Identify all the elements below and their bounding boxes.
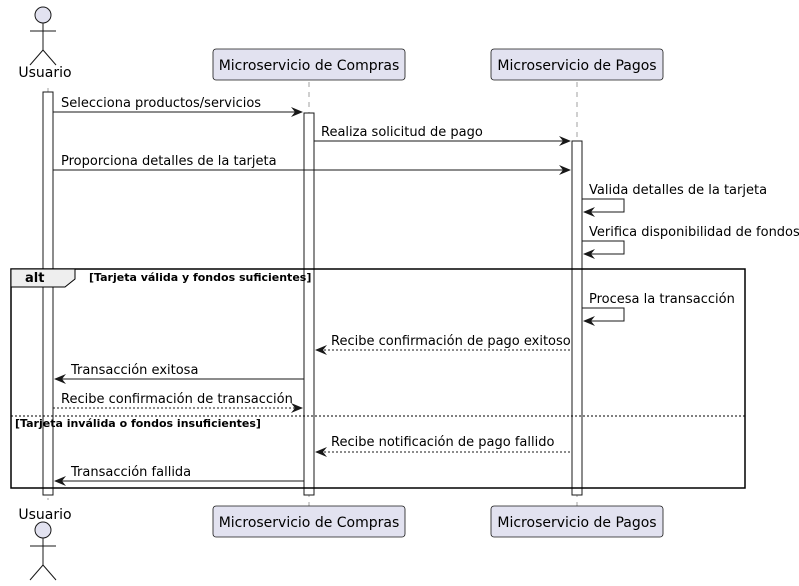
participant-compras-label-bottom: Microservicio de Compras xyxy=(219,515,400,531)
alt-fragment: alt [Tarjeta válida y fondos suficientes… xyxy=(10,268,746,489)
alt-guard-1: [Tarjeta válida y fondos suficientes] xyxy=(89,271,311,284)
actor-user-label-top: Usuario xyxy=(18,65,71,81)
participant-pagos-bottom: Microservicio de Pagos xyxy=(490,505,664,538)
activation-compras xyxy=(303,112,315,496)
message-label: Recibe notificación de pago fallido xyxy=(331,435,554,450)
actor-user-top: Usuario xyxy=(18,6,72,81)
participant-compras-top: Microservicio de Compras xyxy=(212,48,406,81)
actor-head xyxy=(34,521,52,539)
message-label: Valida detalles de la tarjeta xyxy=(589,183,767,198)
participant-compras-bottom: Microservicio de Compras xyxy=(212,505,406,538)
activation-pagos xyxy=(571,140,583,496)
participant-pagos-label-top: Microservicio de Pagos xyxy=(497,58,656,74)
message-label: Realiza solicitud de pago xyxy=(321,125,483,140)
message-label: Procesa la transacción xyxy=(589,292,735,307)
actor-head xyxy=(34,6,52,24)
participant-pagos-top: Microservicio de Pagos xyxy=(490,48,664,81)
message-label: Transacción fallida xyxy=(70,465,191,480)
participant-pagos-label-bottom: Microservicio de Pagos xyxy=(497,515,656,531)
message-label: Recibe confirmación de transacción xyxy=(61,392,293,407)
alt-keyword: alt xyxy=(25,271,44,286)
activation-user xyxy=(42,91,54,496)
message-arrow xyxy=(582,198,625,217)
actor-user-bottom: Usuario xyxy=(18,507,72,581)
message-label: Proporciona detalles de la tarjeta xyxy=(61,154,277,169)
message-label: Verifica disponibilidad de fondos xyxy=(589,225,799,240)
alt-frame xyxy=(10,268,746,489)
participant-compras-label-top: Microservicio de Compras xyxy=(219,58,400,74)
message-arrow xyxy=(582,307,625,326)
message-label: Recibe confirmación de pago exitoso xyxy=(331,334,571,349)
message-label: Transacción exitosa xyxy=(70,363,198,378)
message-label: Selecciona productos/servicios xyxy=(61,96,261,111)
alt-tab xyxy=(10,268,76,288)
message-arrow xyxy=(582,240,625,259)
alt-guard-2: [Tarjeta inválida o fondos insuficientes… xyxy=(15,417,261,430)
actor-user-label-bottom: Usuario xyxy=(18,507,71,523)
